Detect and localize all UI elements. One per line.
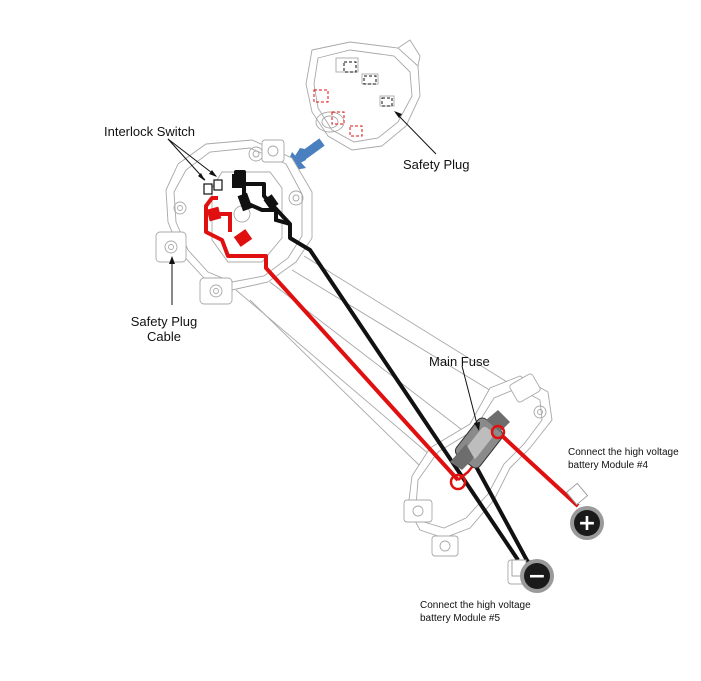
main-fuse-housing (403, 373, 553, 585)
module4-label-line2: battery Module #4 (568, 460, 649, 471)
fuse-terminal-top (490, 424, 506, 440)
module5-label: Connect the high voltage battery Module … (420, 599, 531, 625)
negative-symbol: − (528, 564, 546, 589)
safety-plug-cable-label: Safety Plug Cable (128, 314, 200, 344)
module5-label-line1: Connect the high voltage (420, 600, 531, 611)
module4-label: Connect the high voltage battery Module … (568, 446, 679, 472)
fuse-terminal-bottom (449, 473, 467, 491)
leader-lines (167, 111, 480, 431)
module4-label-line1: Connect the high voltage (568, 447, 679, 458)
interlock-terminal-black (232, 174, 242, 188)
positive-terminal: + (565, 482, 604, 540)
insertion-arrow-shaft (297, 138, 325, 162)
module5-label-line2: battery Module #5 (420, 613, 501, 624)
negative-cable (232, 170, 532, 567)
interlock-switch (203, 179, 223, 195)
safety-plug-cable-label-line1: Safety Plug (130, 314, 198, 329)
main-fuse-body (450, 410, 510, 470)
positive-symbol: + (578, 511, 596, 536)
safety-plug-label: Safety Plug (403, 157, 470, 172)
safety-plug-body (305, 39, 421, 151)
interlock-switch-label: Interlock Switch (104, 124, 196, 139)
main-fuse-label: Main Fuse (429, 354, 490, 369)
negative-terminal: − (511, 559, 554, 593)
safety-plug-cable-label-line2: Cable (147, 329, 181, 344)
